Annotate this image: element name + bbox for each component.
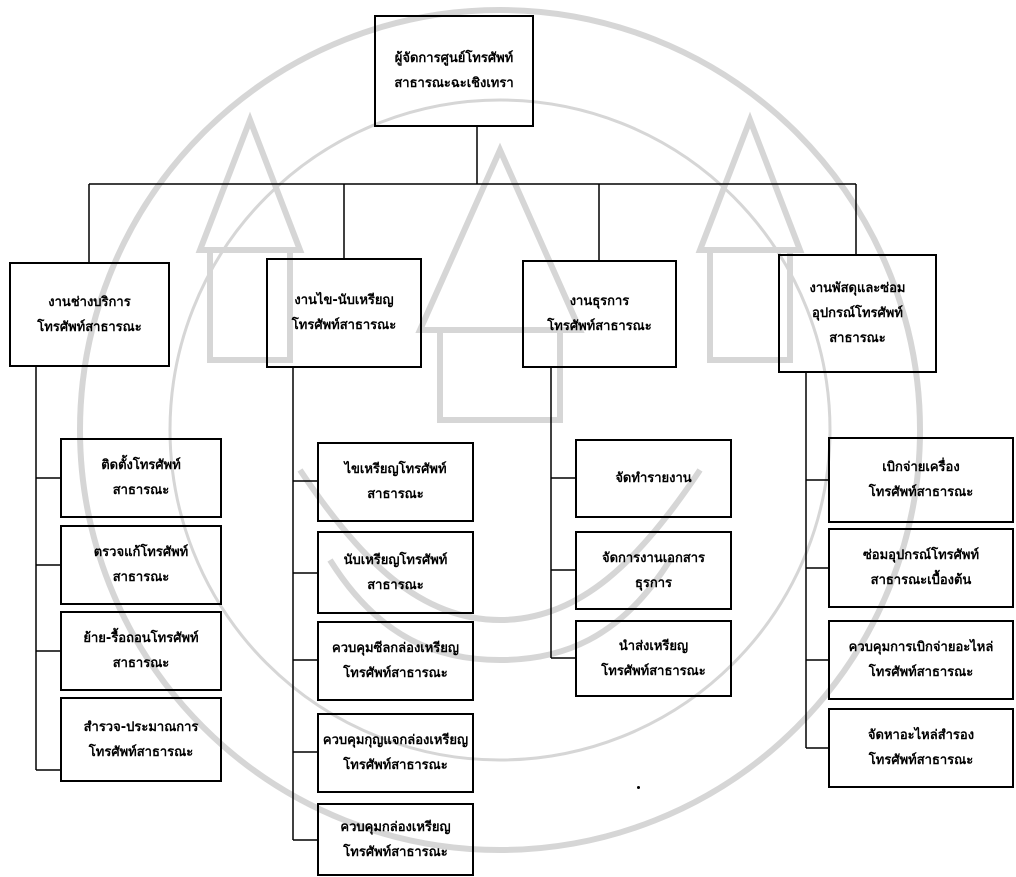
unit-box: ควบคุมซีลกล่องเหรียญโทรศัพท์สาธารณะ xyxy=(317,621,474,701)
box-label: ควบคุมการเบิกจ่ายอะไหล่ xyxy=(848,640,994,655)
box-label: โทรศัพท์สาธารณะ xyxy=(343,666,448,681)
box-label: โทรศัพท์สาธารณะ xyxy=(343,758,448,773)
box-label: โทรศัพท์สาธารณะ xyxy=(868,665,974,680)
box-label: โทรศัพท์สาธารณะ xyxy=(291,318,397,333)
unit-box: สำรวจ-ประมาณการโทรศัพท์สาธารณะ xyxy=(60,697,222,782)
unit-box: ควบคุมกล่องเหรียญโทรศัพท์สาธารณะ xyxy=(317,803,474,876)
unit-box: จัดหาอะไหล่สำรองโทรศัพท์สาธารณะ xyxy=(828,708,1014,788)
box-label: สาธารณะ xyxy=(829,331,886,346)
box-label: ธุรการ xyxy=(634,575,673,591)
box-label: โทรศัพท์สาธารณะ xyxy=(868,485,974,500)
box-label: งานพัสดุและซ่อม xyxy=(809,281,906,296)
box-label: โทรศัพท์สาธารณะ xyxy=(37,319,142,335)
department-box: งานพัสดุและซ่อม อุปกรณ์โทรศัพท์ สาธารณะ xyxy=(778,254,937,373)
box-label: โทรศัพท์สาธารณะ xyxy=(343,844,448,860)
box-label: สาธารณะ xyxy=(367,487,424,502)
unit-box: ติดตั้งโทรศัพท์สาธารณะ xyxy=(60,438,222,518)
department-box: งานช่างบริการ โทรศัพท์สาธารณะ xyxy=(9,262,170,367)
unit-box: ตรวจแก้โทรศัพท์สาธารณะ xyxy=(60,525,222,605)
box-label: จัดทำรายงาน xyxy=(615,471,692,486)
box-label: โทรศัพท์สาธารณะ xyxy=(868,753,974,768)
box-label: โทรศัพท์สาธารณะ xyxy=(547,319,652,334)
box-label: ติดตั้งโทรศัพท์ xyxy=(101,458,181,473)
box-label: งานธุรการ xyxy=(569,294,630,309)
box-label: สาธารณะเบื้องต้น xyxy=(870,573,972,588)
unit-box: เบิกจ่ายเครื่องโทรศัพท์สาธารณะ xyxy=(828,437,1014,523)
department-box: งานไข-นับเหรียญ โทรศัพท์สาธารณะ xyxy=(266,258,422,368)
top-manager-box: ผู้จัดการศูนย์โทรศัพท์ สาธารณะฉะเชิงเทรา xyxy=(374,15,534,127)
box-label: สาธารณะ xyxy=(112,656,170,671)
box-label: ควบคุมกุญแจกล่องเหรียญ xyxy=(322,733,469,748)
unit-box: จัดการงานเอกสารธุรการ xyxy=(575,531,732,610)
stray-dot xyxy=(637,786,640,789)
box-label: ตรวจแก้โทรศัพท์ xyxy=(93,545,189,560)
box-label: ซ่อมอุปกรณ์โทรศัพท์ xyxy=(862,548,980,563)
box-label: สาธารณะ xyxy=(367,577,424,593)
box-label: ควบคุมซีลกล่องเหรียญ xyxy=(332,641,459,656)
box-label: สาธารณะฉะเชิงเทรา xyxy=(394,76,514,91)
box-label: นับเหรียญโทรศัพท์ xyxy=(343,552,448,568)
box-label: อุปกรณ์โทรศัพท์ xyxy=(812,306,903,321)
unit-box: ซ่อมอุปกรณ์โทรศัพท์สาธารณะเบื้องต้น xyxy=(828,528,1014,608)
unit-box: ควบคุมการเบิกจ่ายอะไหล่โทรศัพท์สาธารณะ xyxy=(828,620,1014,700)
box-label: นำส่งเหรียญ xyxy=(618,638,689,654)
box-label: สาธารณะ xyxy=(112,483,170,498)
unit-box: จัดทำรายงาน xyxy=(575,439,732,518)
box-label: โทรศัพท์สาธารณะ xyxy=(601,663,706,679)
box-label: ผู้จัดการศูนย์โทรศัพท์ xyxy=(394,51,514,66)
unit-box: ย้าย-รื้อถอนโทรศัพท์สาธารณะ xyxy=(60,611,222,691)
box-label: สาธารณะ xyxy=(112,570,170,585)
box-label: ย้าย-รื้อถอนโทรศัพท์ xyxy=(83,631,199,646)
box-label: จัดหาอะไหล่สำรอง xyxy=(867,728,975,743)
box-label: ไขเหรียญโทรศัพท์ xyxy=(344,462,447,477)
box-label: งานไข-นับเหรียญ xyxy=(294,293,394,308)
box-label: จัดการงานเอกสาร xyxy=(601,550,706,566)
unit-box: ไขเหรียญโทรศัพท์สาธารณะ xyxy=(317,442,474,522)
box-label: สำรวจ-ประมาณการ xyxy=(83,719,199,735)
box-label: เบิกจ่ายเครื่อง xyxy=(882,460,960,475)
box-label: งานช่างบริการ xyxy=(48,294,131,310)
unit-box: ควบคุมกุญแจกล่องเหรียญโทรศัพท์สาธารณะ xyxy=(317,713,474,793)
department-box: งานธุรการ โทรศัพท์สาธารณะ xyxy=(522,260,677,368)
unit-box: นับเหรียญโทรศัพท์สาธารณะ xyxy=(317,531,474,614)
unit-box: นำส่งเหรียญโทรศัพท์สาธารณะ xyxy=(575,620,732,697)
box-label: ควบคุมกล่องเหรียญ xyxy=(340,819,451,835)
box-label: โทรศัพท์สาธารณะ xyxy=(88,744,194,760)
